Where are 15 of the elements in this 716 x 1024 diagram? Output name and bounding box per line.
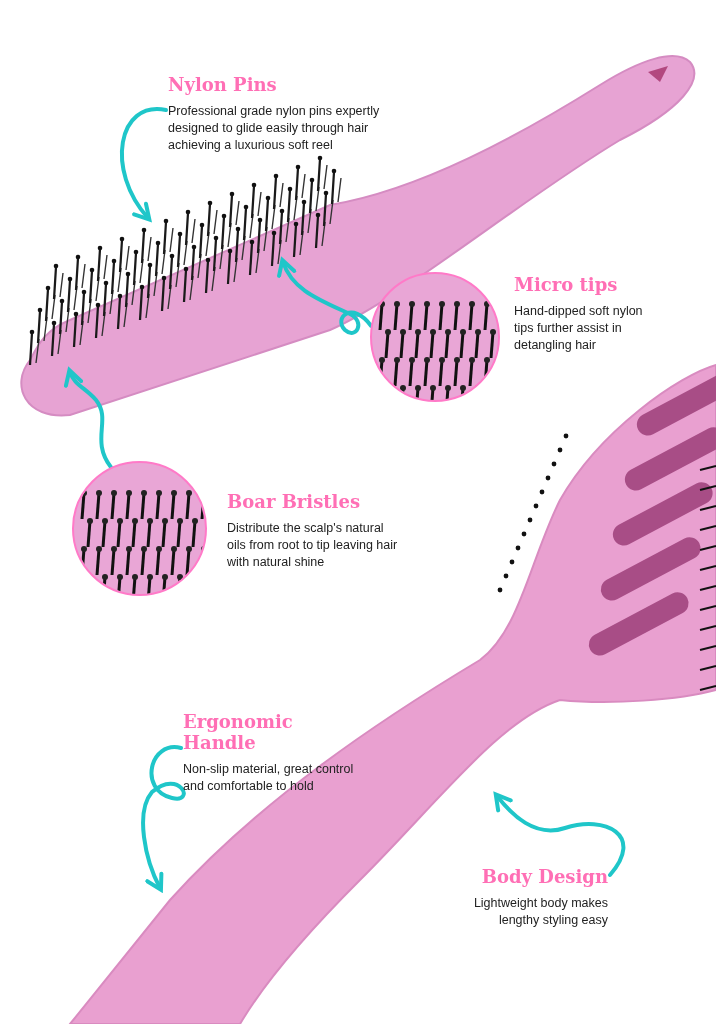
feature-description: Lightweight body makes lengthy styling easy <box>472 895 608 929</box>
feature-heading: Nylon Pins <box>168 74 278 95</box>
feature-heading: Micro tips <box>514 274 619 295</box>
feature-description: Professional grade nylon pins expertly designed to glide easily through hair achieving a luxurious soft reel <box>168 103 381 154</box>
feature-heading: Ergonomic Handle <box>183 711 294 753</box>
curly-arrow <box>278 258 373 335</box>
curly-arrow <box>493 792 626 877</box>
feature-description: Non-slip material, great control and comfortable to hold <box>183 761 355 795</box>
curly-arrow <box>64 368 113 470</box>
curly-arrow <box>141 745 186 892</box>
feature-heading: Body Design <box>480 866 608 887</box>
curly-arrow <box>119 107 168 222</box>
feature-heading: Boar Bristles <box>227 491 362 512</box>
feature-description: Hand-dipped soft nylon tips further assist in detangling hair <box>514 303 644 354</box>
feature-description: Distribute the scalp's natural oils from root to tip leaving hair with natural shine <box>227 520 399 571</box>
